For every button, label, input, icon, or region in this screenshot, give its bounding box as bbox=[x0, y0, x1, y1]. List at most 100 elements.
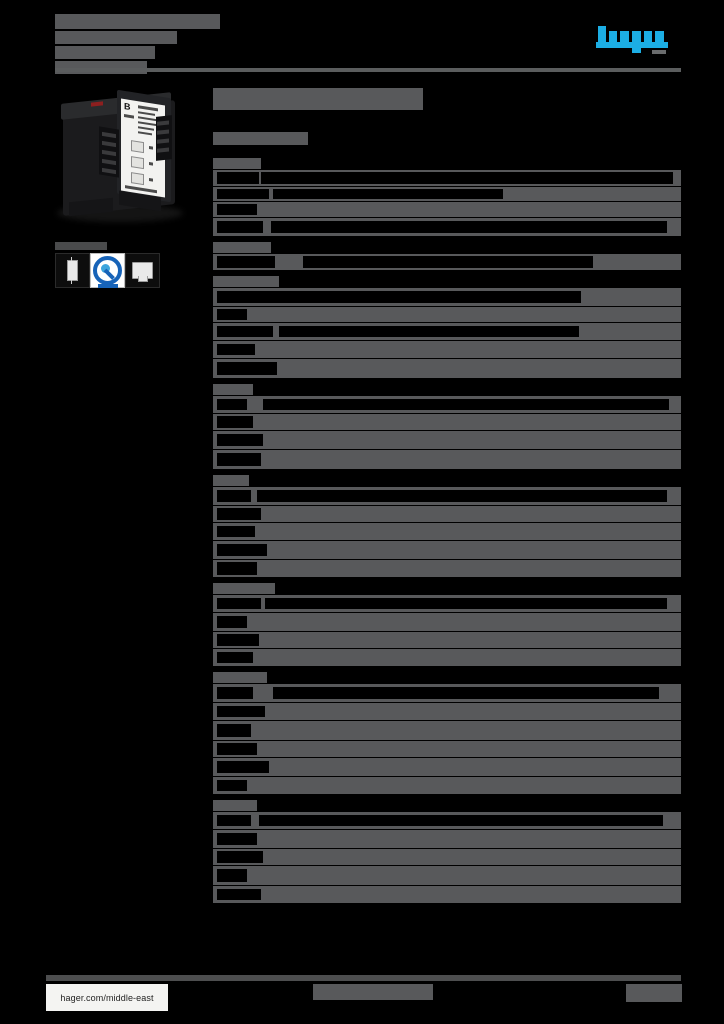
trademark-mark bbox=[652, 50, 666, 54]
spec-row bbox=[213, 703, 681, 720]
spec-row-label bbox=[217, 780, 247, 791]
specification-table bbox=[213, 158, 681, 903]
redacted-text bbox=[55, 46, 155, 59]
spec-row-label bbox=[217, 833, 257, 845]
spec-row-value bbox=[257, 490, 667, 502]
section-heading bbox=[213, 158, 681, 169]
product-label-letter: B bbox=[124, 100, 131, 113]
spec-row-label bbox=[217, 399, 247, 410]
terminal-block-right bbox=[156, 115, 172, 161]
spec-row bbox=[213, 886, 681, 903]
spec-row bbox=[213, 341, 681, 358]
redacted-text bbox=[213, 672, 267, 683]
footer-url[interactable]: hager.com/middle-east bbox=[46, 984, 168, 1011]
footer-url-text: hager.com/middle-east bbox=[60, 992, 154, 1003]
spec-row-label bbox=[217, 743, 257, 755]
footer-divider bbox=[46, 975, 681, 981]
spec-row bbox=[213, 450, 681, 469]
spec-row-label bbox=[217, 598, 261, 609]
document-title bbox=[213, 88, 681, 116]
spec-row bbox=[213, 170, 681, 186]
redacted-text bbox=[626, 984, 682, 1002]
redacted-text bbox=[213, 800, 257, 811]
spec-row bbox=[213, 777, 681, 794]
fuse-icon bbox=[67, 257, 78, 284]
spec-row bbox=[213, 431, 681, 449]
redacted-text bbox=[213, 158, 261, 169]
spec-row-label bbox=[217, 687, 253, 699]
section-heading bbox=[213, 672, 681, 683]
spec-row bbox=[213, 523, 681, 540]
spec-row-value bbox=[273, 687, 659, 699]
spec-row-label bbox=[217, 309, 247, 320]
spec-row bbox=[213, 506, 681, 522]
badge-connector bbox=[125, 253, 160, 288]
spec-row-label bbox=[217, 172, 259, 184]
spec-row bbox=[213, 359, 681, 378]
page-header bbox=[0, 0, 724, 78]
section-heading bbox=[213, 583, 681, 594]
spec-row bbox=[213, 307, 681, 322]
spec-row-label bbox=[217, 851, 263, 863]
terminal-block-left bbox=[99, 126, 119, 178]
main-content bbox=[213, 88, 681, 904]
spec-row bbox=[213, 487, 681, 505]
badges-caption bbox=[55, 242, 107, 250]
spec-row bbox=[213, 849, 681, 865]
spec-row-label bbox=[217, 761, 269, 773]
spec-row bbox=[213, 632, 681, 648]
spec-row bbox=[213, 218, 681, 236]
spec-row bbox=[213, 684, 681, 702]
spec-row-label bbox=[217, 416, 253, 428]
spec-row bbox=[213, 187, 681, 201]
spec-row bbox=[213, 560, 681, 577]
spec-row-label bbox=[217, 291, 271, 303]
redacted-text bbox=[213, 276, 279, 287]
badge-quality bbox=[90, 253, 125, 288]
spec-row bbox=[213, 866, 681, 885]
spec-row-label bbox=[217, 189, 269, 199]
page-title bbox=[55, 14, 220, 76]
spec-row-label bbox=[217, 634, 259, 646]
spec-row bbox=[213, 830, 681, 848]
spec-row bbox=[213, 613, 681, 631]
spec-row bbox=[213, 741, 681, 757]
footer-center-text bbox=[313, 984, 433, 1000]
footer-page-number bbox=[626, 984, 682, 1002]
quality-mark-icon bbox=[93, 256, 122, 288]
spec-row bbox=[213, 595, 681, 612]
spec-row-label bbox=[217, 562, 257, 575]
redacted-text bbox=[213, 132, 308, 145]
spec-row-label bbox=[217, 724, 251, 737]
spec-row bbox=[213, 414, 681, 430]
spec-row-label bbox=[217, 652, 253, 663]
spec-row-label bbox=[217, 256, 275, 268]
hager-logo bbox=[592, 26, 682, 54]
spec-row bbox=[213, 254, 681, 270]
spec-row-label bbox=[217, 544, 267, 556]
redacted-text bbox=[213, 475, 249, 486]
spec-row-value bbox=[273, 189, 503, 199]
rj-jack-icon bbox=[132, 262, 153, 282]
section-heading bbox=[213, 242, 681, 253]
page-footer: hager.com/middle-east bbox=[0, 975, 724, 1015]
document-subtitle bbox=[213, 132, 681, 146]
spec-row-label bbox=[217, 526, 255, 537]
spec-row-label bbox=[217, 490, 251, 502]
spec-row-label bbox=[217, 453, 261, 466]
spec-row-value bbox=[261, 172, 673, 184]
spec-row-label bbox=[217, 616, 247, 628]
spec-row bbox=[213, 812, 681, 829]
spec-row-label bbox=[217, 362, 277, 375]
section-heading bbox=[213, 276, 681, 287]
spec-row bbox=[213, 323, 681, 340]
spec-row-label bbox=[217, 706, 265, 717]
spec-row-label bbox=[217, 204, 257, 215]
spec-row bbox=[213, 288, 681, 306]
redacted-text bbox=[213, 384, 253, 395]
certification-badges bbox=[55, 242, 180, 291]
spec-row-value bbox=[263, 399, 669, 410]
spec-row-label bbox=[217, 815, 251, 826]
redacted-text bbox=[213, 242, 271, 253]
